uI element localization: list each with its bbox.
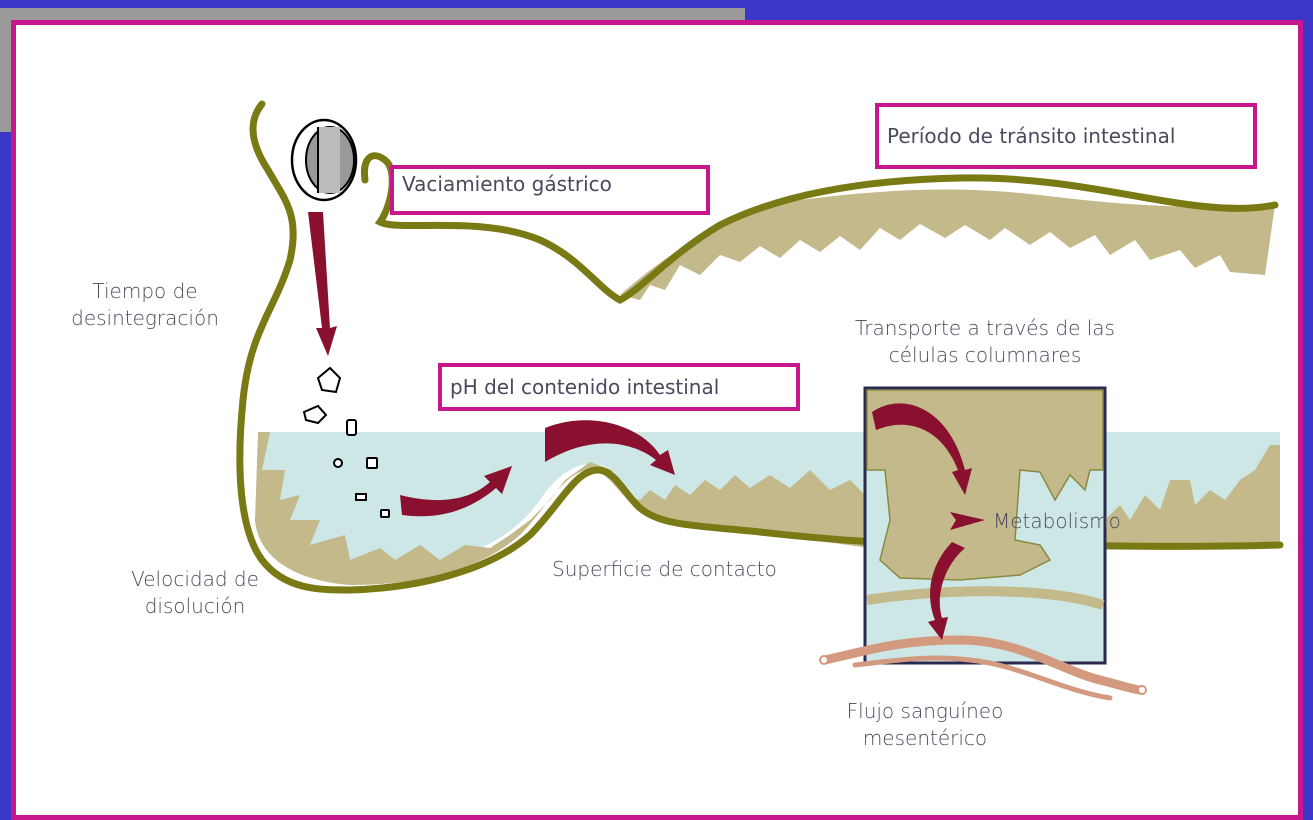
metabolism-label: Metabolismo: [993, 508, 1121, 535]
intestinal-ph-label: pH del contenido intestinal: [450, 375, 719, 399]
disintegration-arrow: [308, 212, 337, 356]
transit-period-box: Período de tránsito intestinal: [875, 103, 1257, 169]
vessel-end-right: [1138, 686, 1146, 694]
mesenteric-flow-label: Flujo sanguíneo mesentérico: [810, 698, 1040, 752]
contact-surface-label: Superficie de contacto: [552, 556, 777, 583]
gastric-emptying-box: Vaciamiento gástrico: [390, 165, 710, 215]
disintegration-time-label: Tiempo de desintegración: [55, 278, 235, 332]
gastric-emptying-label: Vaciamiento gástrico: [402, 172, 612, 196]
vessel-end-left: [820, 656, 828, 664]
transit-period-label: Período de tránsito intestinal: [887, 124, 1175, 148]
columnar-transport-label: Transporte a través de las células colum…: [815, 315, 1155, 369]
intestinal-ph-box: pH del contenido intestinal: [438, 363, 800, 411]
tablet-icon: [292, 120, 356, 200]
dissolution-rate-label: Velocidad de disolución: [95, 566, 295, 620]
